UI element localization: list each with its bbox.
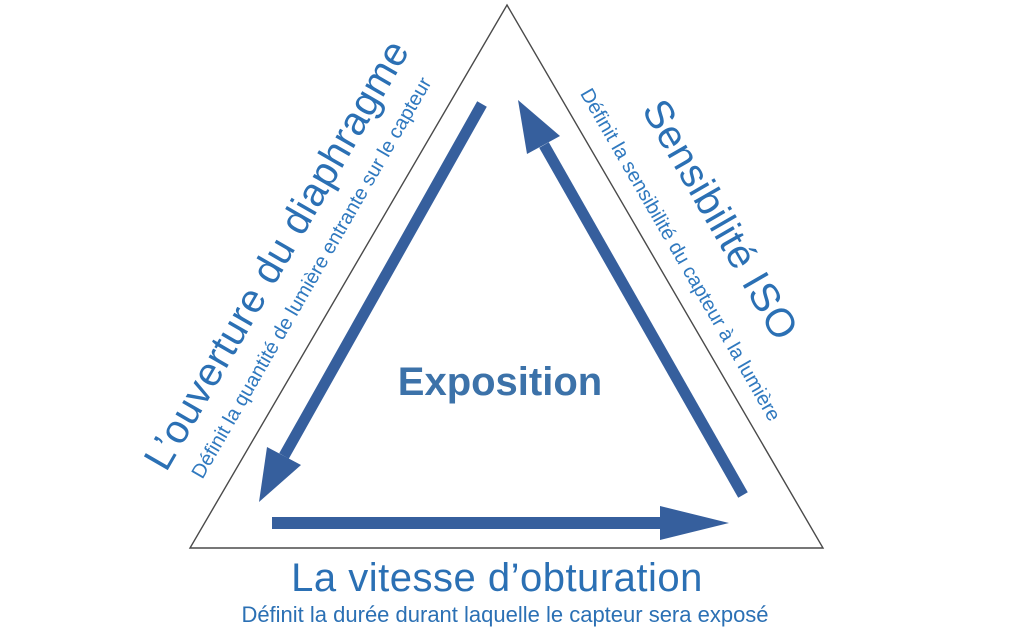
triangle-outline — [188, 3, 825, 549]
iso-arrow-head — [518, 100, 560, 154]
iso-arrow-up-icon — [518, 100, 748, 498]
shutter-arrow-right-icon — [272, 506, 729, 540]
iso-arrow-shaft — [539, 142, 748, 498]
shutter-title: La vitesse d’obturation — [291, 556, 703, 600]
shutter-subtitle: Définit la durée durant laquelle le capt… — [241, 602, 769, 627]
aperture-arrow-shaft — [279, 101, 487, 459]
aperture-arrow-down-left-icon — [259, 101, 487, 502]
exposure-center-label: Exposition — [397, 360, 603, 404]
aperture-arrow-head — [259, 447, 301, 502]
shutter-arrow-head — [660, 506, 729, 540]
